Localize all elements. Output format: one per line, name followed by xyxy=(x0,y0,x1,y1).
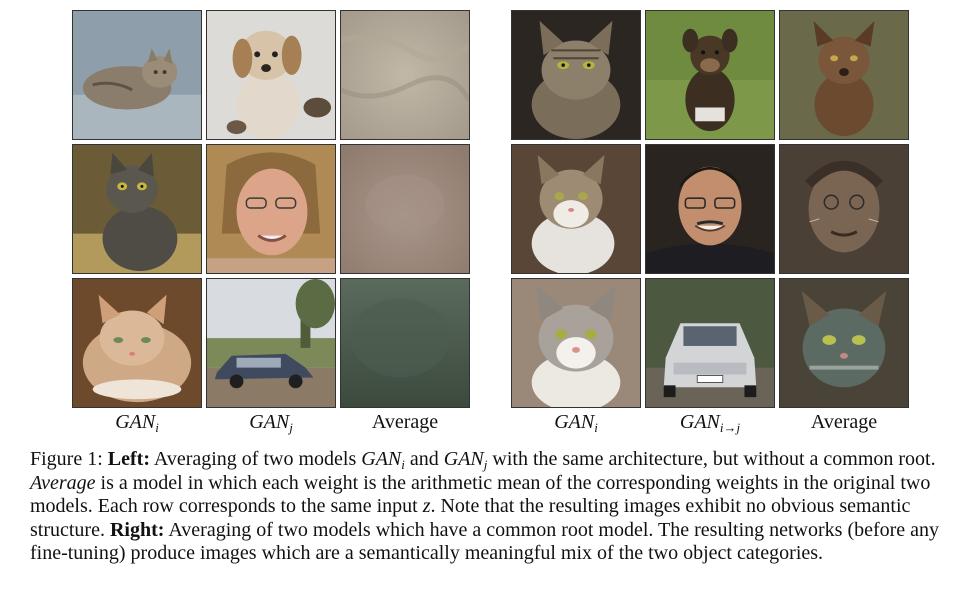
caption-sub-i: i xyxy=(401,457,405,472)
image-kitten-cream xyxy=(72,278,202,408)
caption-gan: GAN xyxy=(443,448,484,470)
right-label-average: Average xyxy=(810,411,878,433)
image-texture-brown xyxy=(340,144,470,274)
image-man-portrait xyxy=(645,144,775,274)
left-column-labels: GANi GANj Average xyxy=(72,410,470,436)
left-panel: GANi GANj Average xyxy=(72,10,470,436)
left-label-gan-i: GANi xyxy=(115,411,159,435)
caption-text: is a model in which each weight is the a… xyxy=(30,471,931,518)
image-cat-dark-tabby xyxy=(72,144,202,274)
left-label-gan-j: GANj xyxy=(249,411,293,435)
image-dog-grass xyxy=(645,10,775,140)
image-cat-dog-blend xyxy=(779,10,909,140)
caption-text: . Note that the resulting images exhibit… xyxy=(30,495,911,541)
right-panel: GANi GANi→j Average xyxy=(511,10,909,436)
caption-figure-number: Figure 1: xyxy=(30,448,108,470)
caption-text: Averaging of two models xyxy=(149,448,362,470)
right-label-gan-i: GANi xyxy=(554,411,598,435)
image-cat-white-tabby xyxy=(511,144,641,274)
image-cat-white-gray xyxy=(511,278,641,408)
left-image-grid xyxy=(72,10,470,408)
left-label-average: Average xyxy=(371,411,439,433)
image-woman-portrait xyxy=(206,144,336,274)
caption-left-label: Left: xyxy=(107,448,150,470)
right-label-gan-i-to-j: GANi→j xyxy=(679,411,741,435)
image-cat-lying-tabby xyxy=(72,10,202,140)
image-texture-beige xyxy=(340,10,470,140)
image-car-street xyxy=(206,278,336,408)
caption-text: Averaging of two models which have a com… xyxy=(30,518,940,565)
caption-z: z xyxy=(422,495,431,517)
image-dog-fluffy xyxy=(206,10,336,140)
image-cat-man-blend xyxy=(779,144,909,274)
caption-text: with the same architecture, but without … xyxy=(487,448,936,470)
right-image-grid xyxy=(511,10,909,408)
image-texture-green xyxy=(340,278,470,408)
caption-gan: GAN xyxy=(361,448,402,470)
image-car-white xyxy=(645,278,775,408)
caption-sub-j: j xyxy=(483,457,488,472)
image-cat-tabby-face xyxy=(511,10,641,140)
caption-average: Average xyxy=(30,471,96,494)
right-column-labels: GANi GANi→j Average xyxy=(511,410,909,436)
figure-caption: Figure 1: Left: Averaging of two models … xyxy=(30,448,954,566)
image-cat-car-blend xyxy=(779,278,909,408)
caption-right-label: Right: xyxy=(109,518,165,541)
caption-text: and xyxy=(404,448,444,470)
